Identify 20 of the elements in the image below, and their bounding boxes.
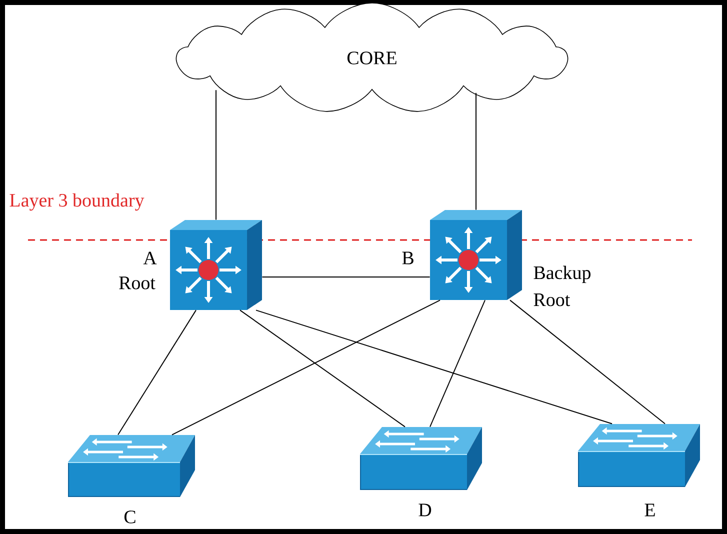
switch-label: Backup Root [534,266,590,306]
switch-label: B [402,252,414,264]
network-link [262,276,430,278]
network-link [240,310,406,428]
switch-icon [360,426,482,490]
network-link [256,310,612,424]
network-link [172,300,440,436]
switch-label: D [418,504,432,516]
multilayer-switch-icon [170,220,262,310]
boundary-label: Layer 3 boundary [10,193,144,211]
switch-icon [578,424,700,487]
switch-label: C [124,510,136,524]
switch-icon [68,434,195,497]
switch-label: E [644,504,655,516]
multilayer-switch-icon [430,210,522,300]
network-link [510,300,666,424]
switch-label: A [143,252,157,264]
switch-label: Root [119,276,156,290]
network-link [118,310,196,436]
network-link [430,300,486,428]
